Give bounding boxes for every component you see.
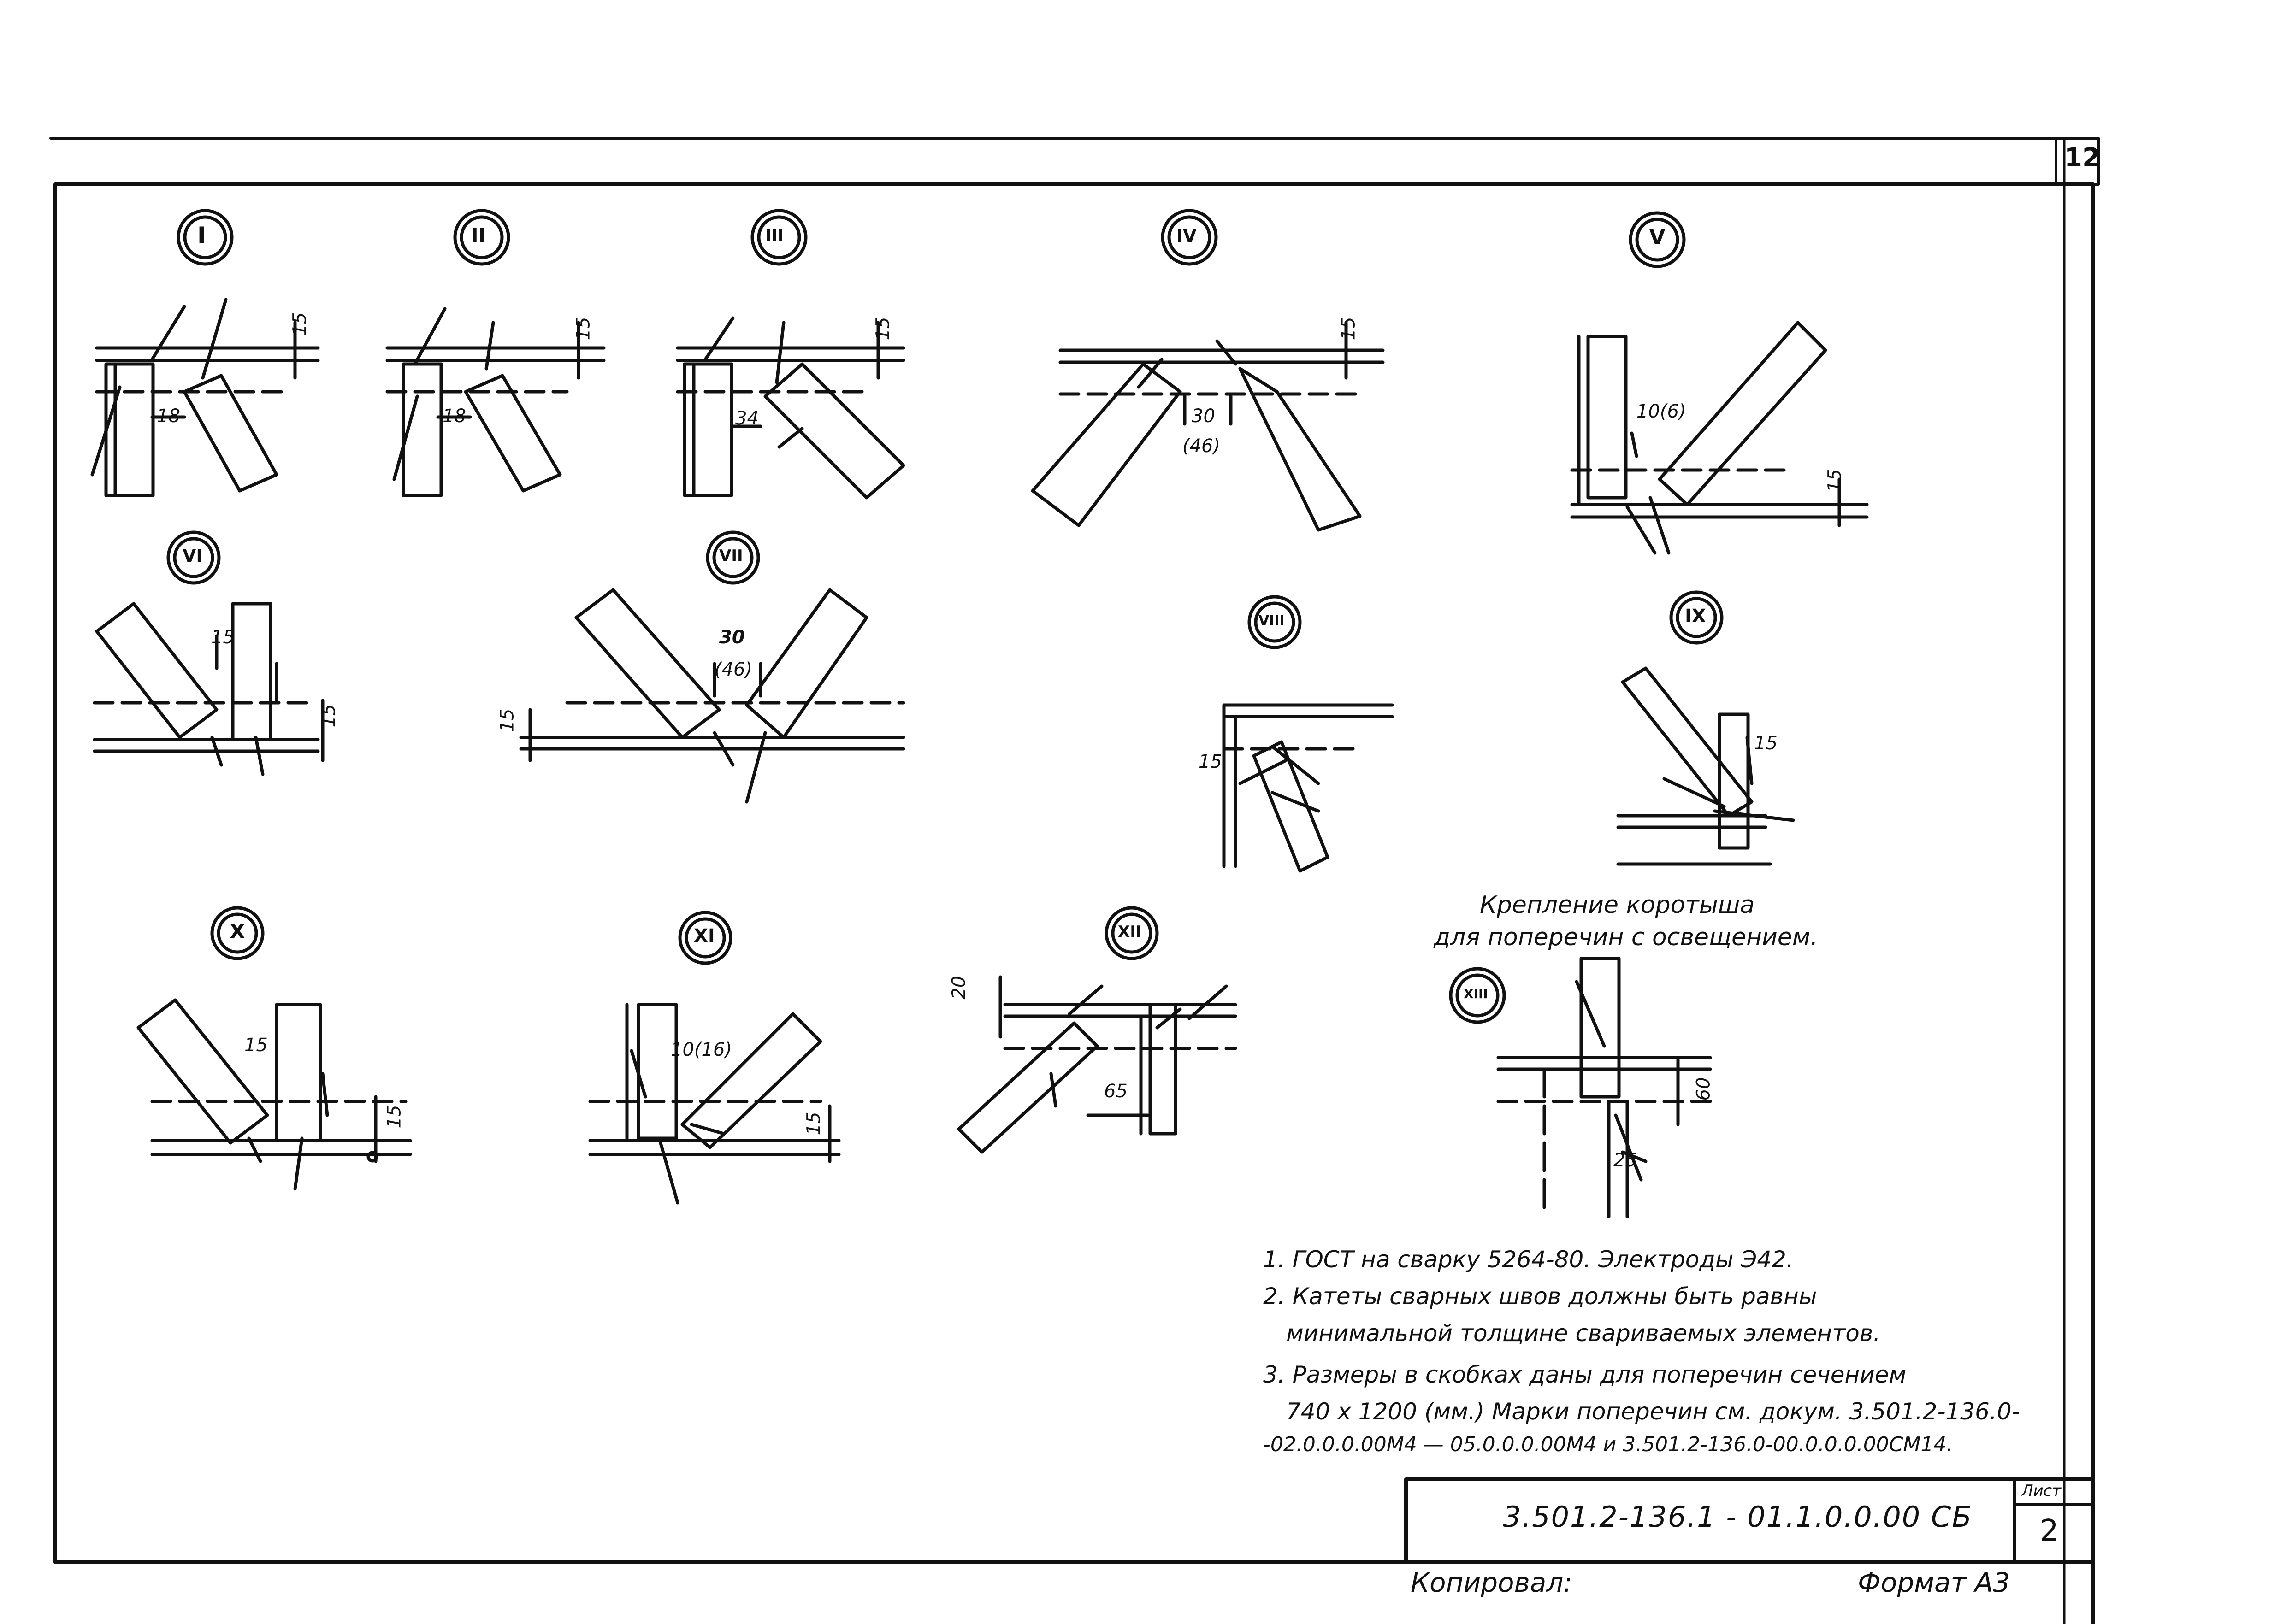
dim-V-thickness: 15 (1824, 469, 1846, 493)
dim-IV-gap: 30 (1192, 406, 1215, 427)
dim-XIII-width: 25 (1613, 1150, 1637, 1171)
detail-mark-IV: IV (1176, 226, 1197, 246)
note-1: 1. ГОСТ на сварку 5264-80. Электроды Э42… (1263, 1246, 1794, 1273)
sheet-label: Лист (2021, 1482, 2062, 1500)
dim-VII-thickness: 15 (496, 708, 518, 732)
sheet-value: 2 (2040, 1514, 2059, 1548)
dim-XII-length: 65 (1104, 1081, 1128, 1102)
dim-X-thickness: 15 (384, 1105, 405, 1129)
detail-VII-drawing (519, 530, 905, 804)
dim-IV-thickness: 15 (1338, 317, 1359, 341)
dim-VI-thickness: 15 (318, 704, 340, 728)
dim-I-thickness: 15 (289, 312, 311, 336)
detail-mark-VIII: VIII (1258, 613, 1285, 629)
detail-mark-VII: VII (719, 547, 743, 565)
detail-mark-XII: XII (1118, 923, 1142, 941)
dim-II-thickness: 15 (573, 317, 594, 341)
detail-III-drawing (676, 209, 905, 500)
dim-VII-gap: 30 (719, 627, 745, 648)
detail-V-drawing (1570, 211, 1869, 555)
detail-X-drawing (136, 906, 412, 1191)
dim-XII-thickness: 20 (948, 976, 970, 1000)
detail-XIII-drawing (1449, 957, 1712, 1218)
note-3-line-1: 3. Размеры в скобках даны для поперечин … (1263, 1361, 1907, 1388)
note-3-line-3: -02.0.0.0.00М4 — 05.0.0.0.00М4 и 3.501.2… (1263, 1433, 1953, 1456)
detail-IV-drawing (1031, 209, 1385, 532)
detail-mark-V: V (1649, 226, 1666, 249)
dim-IV-gap-alt: (46) (1182, 435, 1221, 457)
caption-line-2: для поперечин с освещением. (1434, 924, 1818, 951)
detail-mark-X: X (230, 920, 245, 943)
dim-VII-gap-alt: (46) (715, 659, 753, 680)
dim-XI-thickness: 15 (803, 1112, 825, 1136)
dim-I-weld: 18 (157, 406, 180, 427)
dim-V-weld: 10(6) (1636, 401, 1686, 422)
document-code: 3.501.2-136.1 - 01.1.0.0.00 СБ (1503, 1500, 1973, 1534)
detail-VI-drawing (93, 530, 325, 776)
format-label: Формат А3 (1858, 1567, 2010, 1598)
detail-mark-IX: IX (1685, 606, 1706, 627)
title-block (1404, 1477, 2095, 1564)
dim-VI-weld: 15 (211, 627, 235, 648)
dim-II-weld: 18 (443, 406, 466, 427)
copied-by-label: Копировал: (1411, 1567, 1572, 1598)
detail-II-drawing (385, 209, 606, 497)
note-2-line-1: 2. Катеты сварных швов должны быть равны (1263, 1283, 1817, 1310)
dim-VIII-weld: 15 (1199, 751, 1222, 772)
dim-XI-weld: 10(16) (671, 1039, 732, 1060)
dim-III-weld: 34 (735, 408, 759, 429)
detail-mark-VI: VI (183, 546, 203, 566)
detail-VIII-drawing (1222, 595, 1394, 873)
drawing-frame (49, 137, 2100, 1624)
dim-X-weld: 15 (244, 1035, 268, 1056)
detail-mark-II: II (471, 224, 486, 247)
detail-XI-drawing (588, 911, 841, 1205)
caption-line-1: Крепление коротыша (1480, 891, 1755, 919)
detail-IX-drawing (1616, 590, 1795, 866)
detail-XII-drawing (957, 906, 1237, 1154)
detail-mark-XIII: XIII (1464, 986, 1488, 1001)
dim-XIII-height: 60 (1693, 1077, 1714, 1101)
detail-mark-III: III (765, 226, 784, 245)
detail-mark-I: I (197, 222, 206, 249)
detail-mark-XI: XI (694, 925, 715, 947)
detail-I-drawing (90, 209, 320, 497)
dim-IX-weld: 15 (1754, 733, 1778, 754)
note-3-line-2: 740 х 1200 (мм.) Марки поперечин см. док… (1286, 1398, 2020, 1425)
sheet-number-top: 12 (2064, 143, 2100, 173)
dim-III-thickness: 15 (872, 317, 894, 341)
note-2-line-2: минимальной толщине свариваемых элементо… (1286, 1320, 1881, 1347)
